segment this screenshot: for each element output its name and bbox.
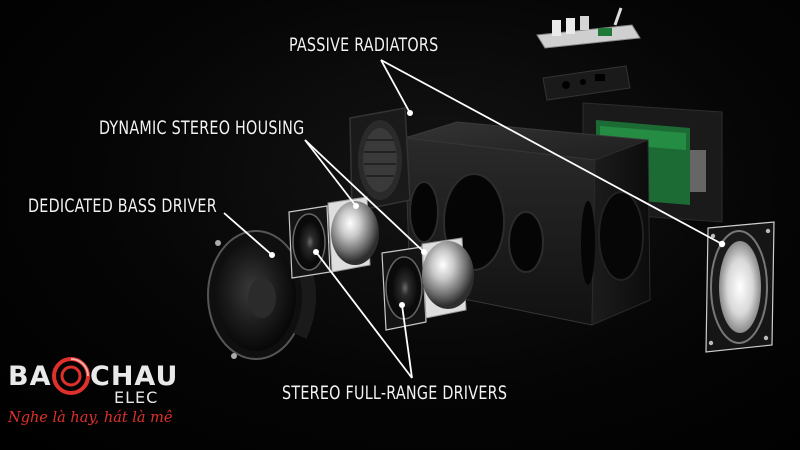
callout-line-stereo-right [401,304,413,379]
passive-radiator-right [705,221,775,353]
brand-disc-icon [52,357,90,395]
callout-dynamic-stereo-housing: DYNAMIC STEREO HOUSING [99,118,305,139]
bass-driver [207,230,316,360]
anchor-stereo-left [313,249,319,255]
callout-line-stereo-left [315,251,413,379]
anchor-bass [269,252,275,258]
callout-line-housing-left [304,139,357,207]
brand-text-right: CHAU [90,361,179,392]
brand-subtext: ELEC [114,388,159,407]
anchor-passive-rear [407,110,413,116]
connector-bar [542,65,631,101]
callout-line-bass [223,212,273,256]
passive-radiator-rear [349,107,411,213]
anchor-stereo-right [399,302,405,308]
stereo-housing-right [421,237,474,319]
anchor-housing-right [421,249,427,255]
brand-watermark: BA CHAU ELEC Nghe là hay, hát là mê [6,355,179,445]
callout-line-passive-right [380,59,723,245]
callout-lines [223,59,723,379]
input-board [536,7,641,49]
callout-line-housing-right [304,139,425,253]
stereo-housing-left [327,196,379,273]
callout-dedicated-bass-driver: DEDICATED BASS DRIVER [28,196,217,217]
callout-stereo-full-range-drivers: STEREO FULL-RANGE DRIVERS [282,383,508,404]
anchor-passive-right [718,240,726,248]
brand-slogan: Nghe là hay, hát là mê [8,410,173,426]
stereo-driver-left [288,205,331,279]
stereo-driver-right [381,246,427,331]
callout-passive-radiators: PASSIVE RADIATORS [289,35,439,56]
callout-line-passive-rear [380,59,411,114]
anchor-housing-left [353,203,359,209]
brand-text-left: BA [8,361,52,392]
callout-anchors [269,110,726,308]
